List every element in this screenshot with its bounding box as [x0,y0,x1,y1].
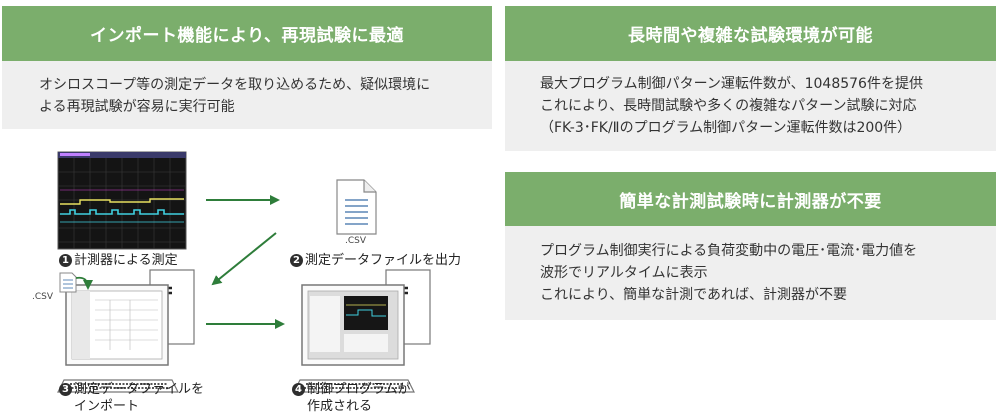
panel-reproduce-body: オシロスコープ等の測定データを取り込めるため、疑似環境に よる再現試験が容易に実… [2,61,492,129]
panel-reproduce-line: よる再現試験が容易に実行可能 [39,99,235,115]
step1-number: 1 [59,254,72,267]
step2-text: 測定データファイルを出力 [305,253,462,268]
workflow-diagram [57,151,431,393]
step4-number: 4 [292,383,305,396]
panel-measure-body: プログラム制御実行による負荷変動中の電圧･電流･電力値を 波形でリアルタイムに表… [505,226,996,320]
panel-measure-line: 波形でリアルタイムに表示 [540,265,708,281]
computer-import [57,269,195,393]
step2-number: 2 [290,254,303,267]
step3-text-2: インポート [74,399,140,414]
step3-text-1: 測定データファイルを [74,382,205,397]
panel-measure-line: プログラム制御実行による負荷変動中の電圧･電流･電力値を [540,243,918,259]
arrow-2-to-3 [211,232,277,286]
oscilloscope-screen [57,151,187,250]
csv-small-label: .CSV [32,292,54,302]
panel-long-line: （FK-3･FK/Ⅱのプログラム制御パターン運転件数は200件） [540,120,912,136]
panel-reproduce-line: オシロスコープ等の測定データを取り込めるため、疑似環境に [39,77,431,93]
panel-measure-title: 簡単な計測試験時に計測器が不要 [505,172,996,226]
csv-file-icon [336,179,377,235]
panel-reproduce-title: インポート機能により、再現試験に最適 [2,6,492,61]
panel-long-line: 最大プログラム制御パターン運転件数が、1048576件を提供 [540,76,923,92]
step1-text: 計測器による測定 [74,253,178,268]
step3-number: 3 [59,383,72,396]
step4-text-2: 作成される [307,399,373,414]
step4-text-1: 制御プログラムが [307,382,411,397]
panel-long-title: 長時間や複雑な試験環境が可能 [505,6,996,61]
panel-long-body: 最大プログラム制御パターン運転件数が、1048576件を提供 これにより、長時間… [505,61,996,151]
panel-measure-line: これにより、簡単な計測であれば、計測器が不要 [540,287,848,303]
csv-file-label: .CSV [345,236,367,246]
panel-long-line: これにより、長時間試験や多くの複雑なパターン試験に対応 [540,98,917,114]
computer-program [293,269,431,393]
